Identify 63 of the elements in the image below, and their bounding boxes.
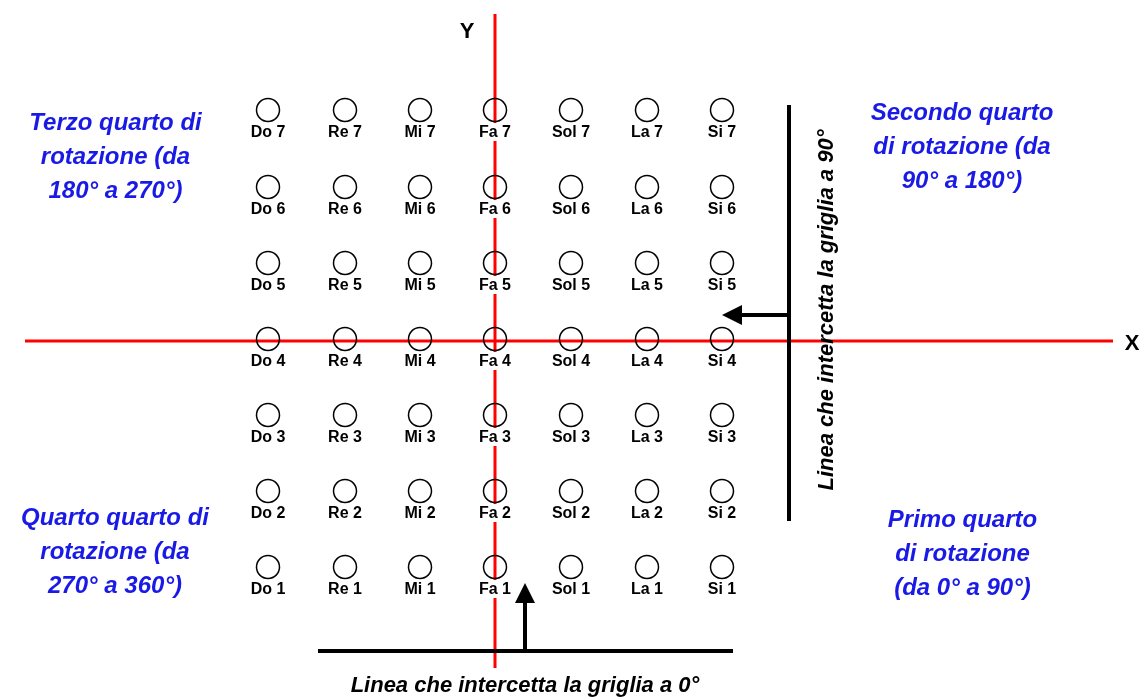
hole-circle bbox=[255, 554, 281, 580]
hole-circle bbox=[255, 250, 281, 276]
hole-circle bbox=[407, 174, 433, 200]
hole-circle bbox=[407, 554, 433, 580]
quadrant-label: Quarto quarto di rotazione (da 270° a 360°) bbox=[20, 502, 211, 600]
point-label: Fa 1 bbox=[478, 580, 512, 598]
hole-circle bbox=[634, 402, 660, 428]
hole-circle bbox=[634, 250, 660, 276]
hole-circle bbox=[482, 250, 508, 276]
hole-circle bbox=[482, 478, 508, 504]
hole-circle bbox=[407, 97, 433, 123]
axis-label: Y bbox=[458, 17, 476, 45]
hole-circle bbox=[558, 554, 584, 580]
point-label: Fa 6 bbox=[478, 200, 512, 218]
line-label: Linea che intercetta la griglia a 90° bbox=[811, 129, 839, 491]
point-label: Fa 2 bbox=[478, 504, 512, 522]
hole-circle bbox=[709, 402, 735, 428]
hole-circle bbox=[709, 97, 735, 123]
quadrant-label: Terzo quarto di rotazione (da 180° a 270°) bbox=[28, 107, 203, 205]
hole-circle bbox=[709, 250, 735, 276]
hole-circle bbox=[709, 174, 735, 200]
hole-circle bbox=[407, 478, 433, 504]
hole-circle bbox=[558, 97, 584, 123]
hole-circle bbox=[634, 554, 660, 580]
hole-circle bbox=[332, 478, 358, 504]
hole-circle bbox=[558, 478, 584, 504]
hole-circle bbox=[634, 478, 660, 504]
hole-circle bbox=[332, 402, 358, 428]
hole-circle bbox=[407, 326, 433, 352]
hole-circle bbox=[482, 402, 508, 428]
point-label: Fa 7 bbox=[478, 123, 512, 141]
hole-circle bbox=[482, 326, 508, 352]
hole-circle bbox=[332, 250, 358, 276]
hole-circle bbox=[255, 402, 281, 428]
hole-circle bbox=[482, 174, 508, 200]
hole-circle bbox=[255, 97, 281, 123]
quadrant-label: Secondo quarto di rotazione (da 90° a 180°) bbox=[869, 97, 1055, 195]
point-label: Fa 4 bbox=[478, 352, 512, 370]
hole-circle bbox=[558, 402, 584, 428]
hole-circle bbox=[709, 554, 735, 580]
hole-circle bbox=[558, 174, 584, 200]
hole-circle bbox=[255, 174, 281, 200]
hole-circle bbox=[332, 326, 358, 352]
hole-circle bbox=[709, 478, 735, 504]
hole-circle bbox=[634, 174, 660, 200]
hole-circle bbox=[255, 478, 281, 504]
hole-circle bbox=[407, 250, 433, 276]
hole-circle bbox=[634, 97, 660, 123]
hole-circle bbox=[482, 97, 508, 123]
hole-circle bbox=[332, 554, 358, 580]
hole-circle bbox=[255, 326, 281, 352]
hole-circle bbox=[634, 326, 660, 352]
hole-circle bbox=[709, 326, 735, 352]
quadrant-label: Primo quarto di rotazione (da 0° a 90°) bbox=[886, 504, 1039, 602]
hole-circle bbox=[558, 326, 584, 352]
axis-label: X bbox=[1123, 329, 1141, 357]
hole-circle bbox=[332, 97, 358, 123]
hole-circle bbox=[332, 174, 358, 200]
hole-circle bbox=[407, 402, 433, 428]
hole-circle bbox=[558, 250, 584, 276]
point-label: Fa 3 bbox=[478, 428, 512, 446]
point-label: Fa 5 bbox=[478, 276, 512, 294]
hole-circle bbox=[482, 554, 508, 580]
